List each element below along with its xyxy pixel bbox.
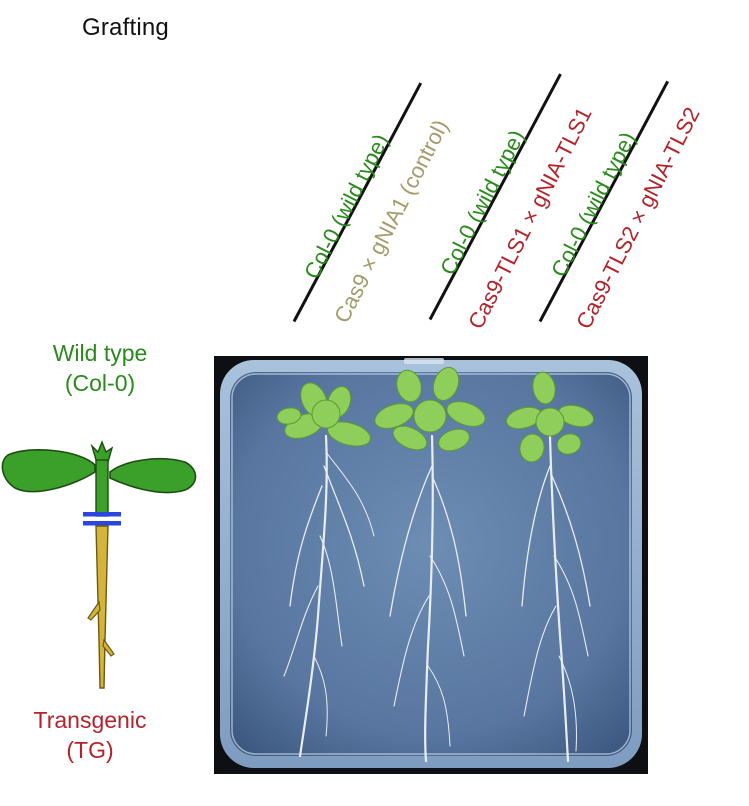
lateral-root-1 xyxy=(87,600,101,621)
shoot-apex xyxy=(90,440,114,463)
right-cotyledon xyxy=(109,458,197,494)
graft-junction-bottom xyxy=(83,521,121,526)
seedling-3 xyxy=(521,434,591,763)
grafted-seedling-diagram xyxy=(1,440,197,689)
rosette-3 xyxy=(505,371,595,463)
rootstock-root xyxy=(95,525,109,689)
seedling-1 xyxy=(283,434,375,758)
left-cotyledon xyxy=(1,449,96,493)
lateral-root-2 xyxy=(102,638,115,657)
rosette-1 xyxy=(276,382,371,447)
rootstock-label: Transgenic (TG) xyxy=(33,707,147,763)
scion-label: Wild type (Col-0) xyxy=(52,340,148,396)
rosette-2 xyxy=(374,367,486,452)
figure-title: Grafting xyxy=(82,14,169,41)
scion-stem xyxy=(95,459,109,517)
seedling-2 xyxy=(389,434,467,763)
graft-junction-top xyxy=(83,512,121,517)
agar-plate-photo xyxy=(214,356,648,774)
